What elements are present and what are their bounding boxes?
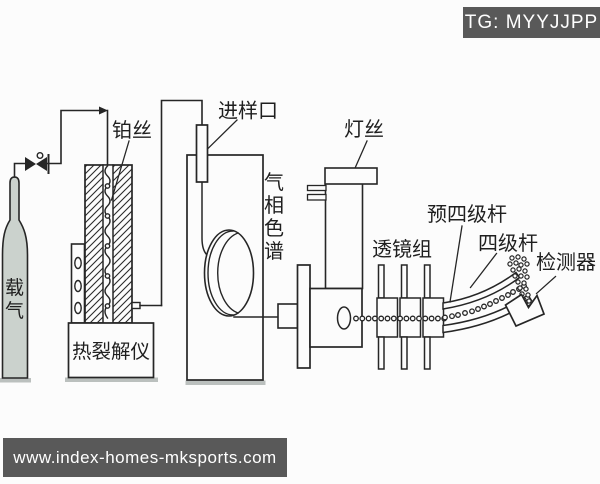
pre-quadrupole-label: 预四级杆 [427, 202, 507, 226]
leader-platinum-wire [110, 140, 130, 201]
cylinder-shadow [0, 378, 31, 383]
gc-unit [160, 99, 279, 381]
pyrolyzer-base-box [67, 322, 155, 379]
filament-housing [324, 182, 364, 290]
pipe-cylinder-to-valve [13, 162, 26, 178]
side-panel-holes [74, 256, 82, 315]
diagram-labels: 铂丝 进样口 灯丝 透镜组 预四级杆 四级杆 检测器 热裂解仪 气 相 色 谱 … [5, 99, 596, 364]
ms-interface [277, 264, 311, 369]
ion-exit-aperture [336, 306, 352, 330]
tg-badge: TG: MYYJJPP [463, 7, 600, 38]
lens-group-label: 透镜组 [372, 237, 432, 261]
column-line [201, 181, 209, 257]
svg-text:谱: 谱 [264, 239, 284, 263]
column-coil [203, 229, 255, 317]
gas-line [13, 109, 109, 178]
leader-injection-port [206, 119, 238, 150]
gc-oven-shadow [185, 380, 266, 385]
valve-right-wedge [36, 157, 47, 171]
filament-pin-bottom [306, 193, 327, 201]
svg-text:色: 色 [264, 216, 284, 240]
pyrolyzer-shadow [65, 377, 158, 382]
detector-cup [504, 293, 546, 328]
lens-stack [376, 264, 445, 370]
pyrolyzer [67, 164, 163, 379]
leader-quadrupole [469, 252, 498, 289]
platinum-wire-label: 铂丝 [112, 118, 152, 142]
carrier-gas-label: 载 气 [5, 277, 24, 322]
filament-pin-top [306, 184, 327, 192]
quadrupole [442, 271, 533, 334]
injection-port-body [195, 124, 209, 183]
wire-loops [104, 183, 111, 309]
side-panel [70, 243, 86, 324]
drop-shadows [0, 377, 266, 385]
quadrupole-label: 四级杆 [478, 231, 538, 255]
leader-detector [535, 275, 557, 295]
ion-scatter-dots [507, 254, 533, 310]
svg-text:载: 载 [5, 277, 24, 299]
filament-label: 灯丝 [344, 117, 384, 141]
injector-tower [160, 99, 203, 307]
leader-lines [110, 119, 557, 303]
pyrolyzer-label: 热裂解仪 [72, 340, 150, 363]
ion-beam-dots [353, 315, 448, 322]
mounting-flange [296, 264, 311, 369]
valve-handle [36, 151, 44, 159]
filament-cap [324, 167, 378, 185]
svg-text:相: 相 [264, 193, 284, 217]
injection-port-label: 进样口 [218, 99, 278, 123]
leader-filament [354, 140, 368, 168]
leader-pre-quadrupole [449, 225, 463, 303]
ion-source [306, 167, 378, 348]
detector-label: 检测器 [536, 250, 596, 274]
svg-text:气: 气 [5, 300, 24, 322]
gas-valve [25, 151, 50, 174]
column-coil-turn-2 [207, 230, 234, 316]
platinum-wire-coil [104, 165, 111, 319]
valve-left-wedge [25, 157, 36, 171]
gas-chromatograph-label: 气 相 色 谱 [264, 170, 284, 263]
outlet-stub [131, 301, 141, 310]
flow-arrow-icon [99, 106, 108, 115]
watermark-url: www.index-homes-mksports.com [3, 438, 287, 477]
column-coil-turn-3 [217, 232, 239, 314]
svg-text:气: 气 [264, 170, 284, 194]
interface-block [277, 303, 299, 329]
pipe-valve-to-pyrolyzer [46, 109, 101, 165]
